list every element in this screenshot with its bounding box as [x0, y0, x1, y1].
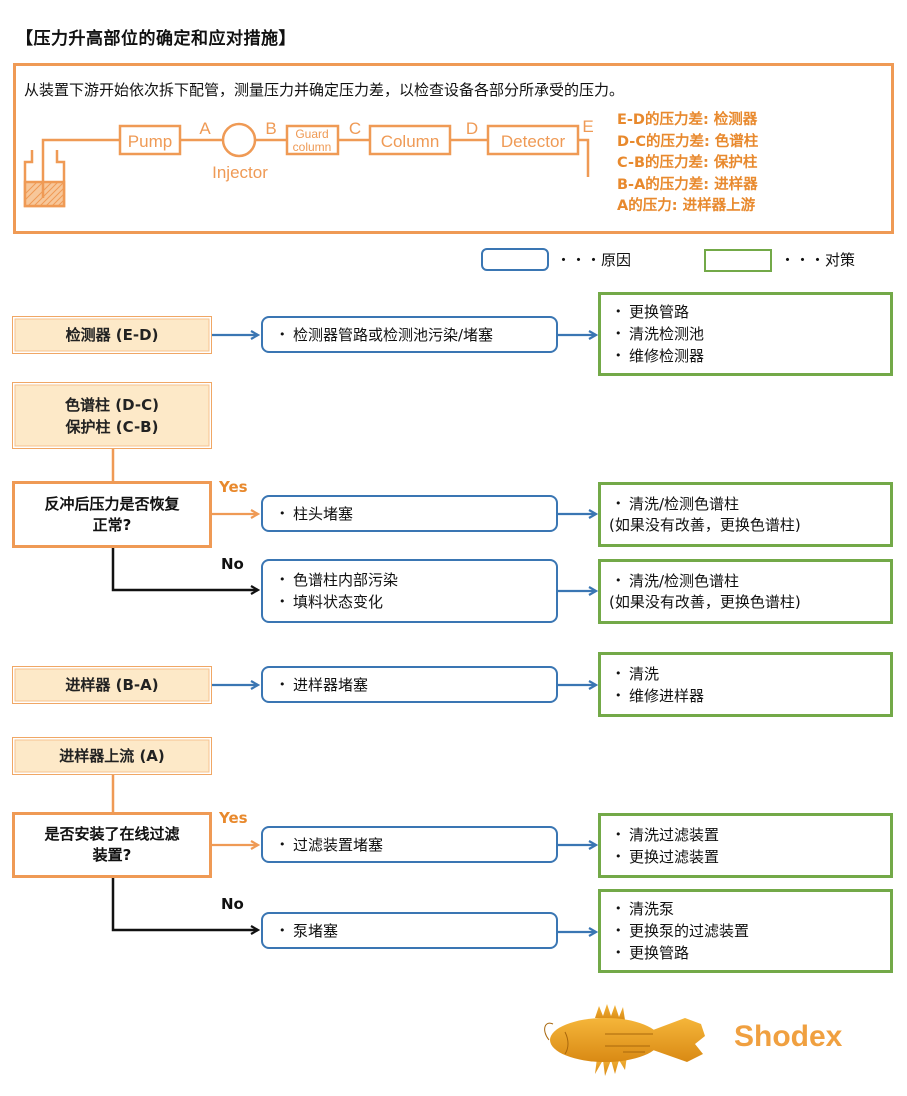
measure-item: 清洗泵 [615, 898, 890, 920]
measure-column-no: 清洗/检测色谱柱 (如果没有改善，更换色谱柱) [598, 559, 893, 624]
legend-item: E-D的压力差: 检测器 [617, 112, 758, 128]
intro-description: 从装置下游开始依次拆下配管，测量压力并确定压力差，以检查设备各部分所承受的压力。 [24, 81, 625, 99]
cause-upstream-no: 泵堵塞 [261, 912, 558, 949]
point-e: E [582, 117, 593, 136]
cause-column-no: 色谱柱内部污染 填料状态变化 [261, 559, 558, 623]
measure-item: 维修检测器 [615, 345, 890, 367]
measure-item: 更换过滤装置 [615, 846, 890, 868]
measure-item: 清洗检测池 [615, 323, 890, 345]
cause-detector: 检测器管路或检测池污染/堵塞 [261, 316, 558, 353]
question-line2: 正常? [92, 515, 132, 534]
key-measure-label: ・・・对策 [780, 251, 856, 269]
cause-item: 过滤装置堵塞 [279, 834, 556, 856]
point-a: A [199, 119, 211, 138]
measure-note: (如果没有改善，更换色谱柱) [609, 516, 801, 534]
pump-label: Pump [128, 132, 172, 151]
branch-yes-label: Yes [219, 809, 248, 827]
cause-item: 柱头堵塞 [279, 503, 556, 525]
measure-upstream-yes: 清洗过滤装置 更换过滤装置 [598, 813, 893, 878]
measure-item: 清洗/检测色谱柱 [615, 570, 890, 592]
arrow-column-no [111, 548, 258, 590]
location-detector: 检测器 (E-D) [12, 316, 212, 354]
cause-upstream-yes: 过滤装置堵塞 [261, 826, 558, 863]
point-c: C [349, 119, 361, 138]
location-column-line1: 色谱柱 (D-C) [65, 395, 159, 414]
question-inline-filter: 是否安装了在线过滤 装置? [12, 812, 212, 878]
cause-item: 进样器堵塞 [279, 674, 556, 696]
hplc-flow-schematic: Pump Injector Guard column Column Detect… [23, 117, 594, 208]
measure-item: 清洗/检测色谱柱 [615, 493, 890, 515]
cause-column-yes: 柱头堵塞 [261, 495, 558, 532]
question-line2: 装置? [92, 846, 132, 864]
measure-column-yes: 清洗/检测色谱柱 (如果没有改善，更换色谱柱) [598, 482, 893, 547]
branch-no-label: No [221, 555, 244, 573]
arrow-upstream-no [111, 878, 258, 930]
column-label: Column [381, 132, 440, 151]
key-cause-label: ・・・原因 [556, 251, 632, 269]
measure-item: 清洗过滤装置 [615, 824, 890, 846]
cause-item: 泵堵塞 [279, 920, 556, 942]
legend-item: D-C的压力差: 色谱柱 [617, 133, 759, 150]
branch-yes-label: Yes [219, 478, 248, 496]
location-injector: 进样器 (B-A) [12, 666, 212, 704]
cause-item: 色谱柱内部污染 [279, 569, 556, 591]
point-d: D [466, 119, 478, 138]
measure-injector: 清洗 维修进样器 [598, 652, 893, 717]
guard-label-line2: column [293, 140, 332, 154]
legend-item: C-B的压力差: 保护柱 [617, 155, 758, 171]
key-measure-swatch [704, 249, 772, 272]
cause-item: 检测器管路或检测池污染/堵塞 [279, 324, 556, 346]
injector-label: Injector [212, 163, 268, 182]
guard-label-line1: Guard [295, 127, 328, 141]
question-line1: 反冲后压力是否恢复 [44, 494, 180, 513]
measure-detector: 更换管路 清洗检测池 维修检测器 [598, 292, 893, 376]
fish-logo-icon [544, 1004, 705, 1076]
page-title: 【压力升高部位的确定和应对措施】 [16, 29, 296, 49]
key-cause-swatch [481, 248, 549, 271]
point-b: B [265, 119, 276, 138]
brand-logo: Shodex [734, 1020, 843, 1053]
cause-injector: 进样器堵塞 [261, 666, 558, 703]
pressure-difference-legend: E-D的压力差: 检测器 D-C的压力差: 色谱柱 C-B的压力差: 保护柱 B… [617, 110, 758, 218]
reservoir-hatch [24, 181, 65, 207]
intro-panel [13, 63, 894, 234]
location-column-line2: 保护柱 (C-B) [65, 417, 159, 436]
question-line1: 是否安装了在线过滤 [44, 825, 180, 843]
location-column: 色谱柱 (D-C) 保护柱 (C-B) [12, 382, 212, 449]
measure-item: 更换管路 [615, 301, 890, 323]
measure-note: (如果没有改善，更换色谱柱) [609, 593, 801, 611]
question-backflush: 反冲后压力是否恢复 正常? [12, 481, 212, 548]
measure-item: 更换管路 [615, 942, 890, 964]
measure-item: 维修进样器 [615, 685, 890, 707]
measure-item: 清洗 [615, 663, 890, 685]
legend-item: A的压力: 进样器上游 [617, 198, 756, 214]
measure-item: 更换泵的过滤装置 [615, 920, 890, 942]
measure-upstream-no: 清洗泵 更换泵的过滤装置 更换管路 [598, 889, 893, 973]
branch-no-label: No [221, 895, 244, 913]
location-upstream: 进样器上流 (A) [12, 737, 212, 775]
detector-label: Detector [501, 132, 566, 151]
legend-item: B-A的压力差: 进样器 [617, 176, 758, 193]
cause-item: 填料状态变化 [279, 591, 556, 613]
